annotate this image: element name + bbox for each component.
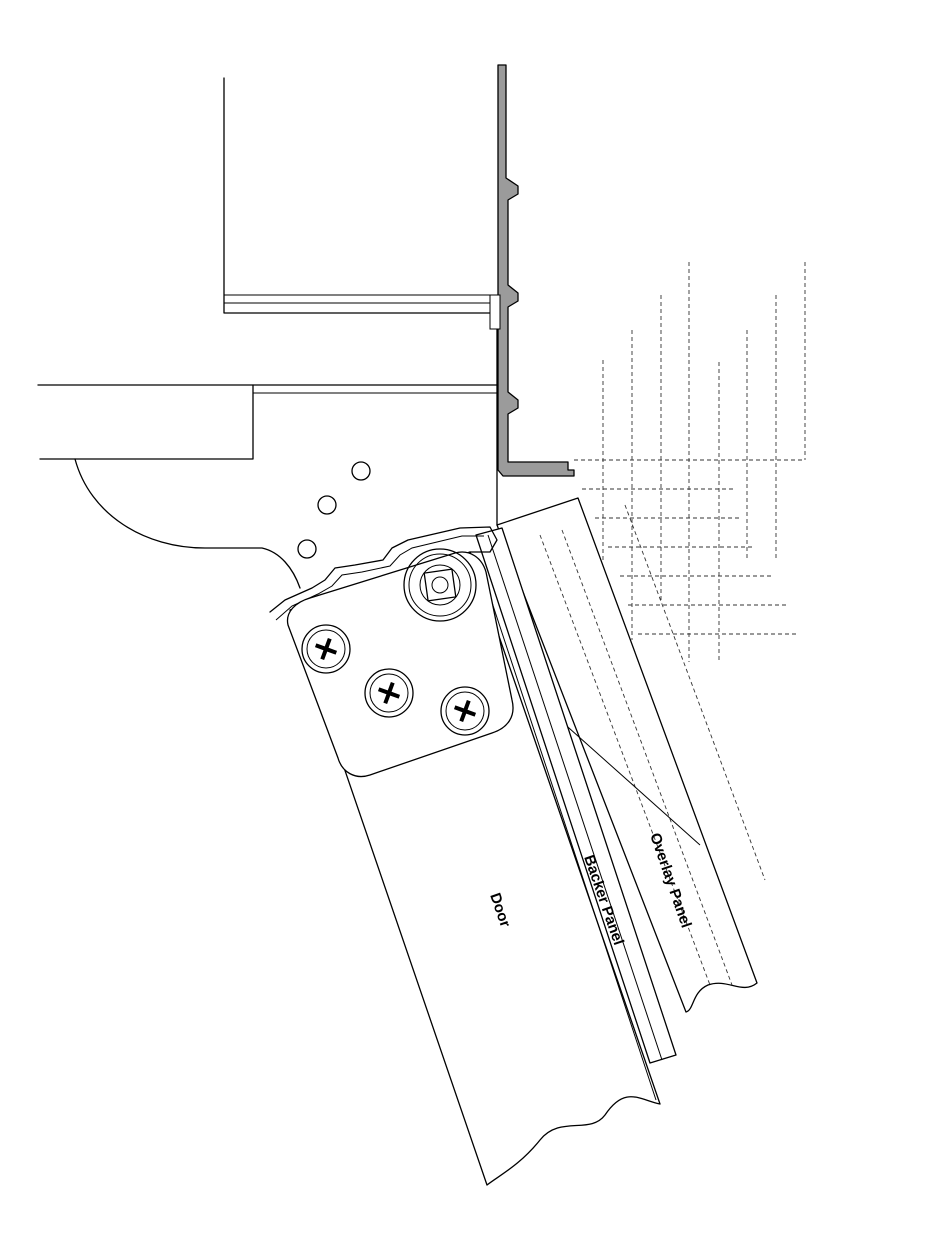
hinge-base-plate — [75, 459, 300, 588]
mounting-holes — [298, 462, 370, 558]
horizontal-member — [38, 385, 497, 459]
cabinet-frame — [224, 78, 490, 313]
bracket-tab — [490, 295, 500, 329]
mounting-bracket — [498, 65, 574, 476]
